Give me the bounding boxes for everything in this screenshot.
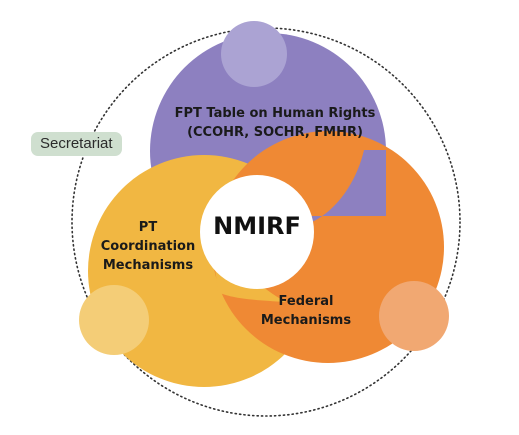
fpt-overlay <box>222 150 386 228</box>
nmirf-center-label: NMIRF <box>213 212 301 240</box>
pt-label-line-3: Mechanisms <box>102 258 194 273</box>
federal-mechanisms-label: Federal Mechanisms <box>246 292 366 330</box>
fpt-table-label: FPT Table on Human Rights (CCOHR, SOCHR,… <box>150 104 400 142</box>
pt-satellite <box>79 285 149 355</box>
outer-dotted-ring <box>71 27 461 417</box>
federal-label-line-1: Federal <box>278 294 334 309</box>
secretariat-badge: Secretariat <box>31 132 122 156</box>
fpt-label-line-2: (CCOHR, SOCHR, FMHR) <box>187 125 363 140</box>
center-circle <box>200 175 314 289</box>
pt-label-line-2: Coordination <box>100 239 196 254</box>
fpt-satellite <box>221 21 287 87</box>
federal-satellite <box>379 281 449 351</box>
fpt-label-line-1: FPT Table on Human Rights <box>174 106 376 121</box>
pt-label-line-1: PT <box>138 220 158 235</box>
federal-label-line-2: Mechanisms <box>260 313 352 328</box>
pt-coordination-label: PT Coordination Mechanisms <box>86 218 210 275</box>
